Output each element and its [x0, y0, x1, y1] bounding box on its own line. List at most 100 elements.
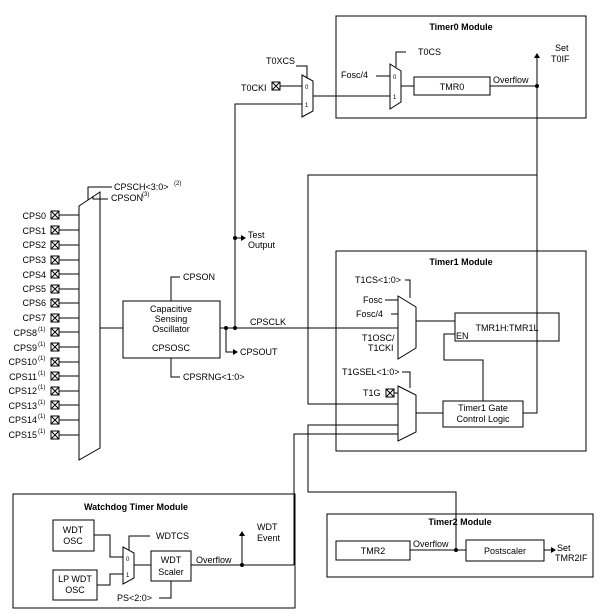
cps-pin: CPS14(1): [8, 414, 45, 425]
timer2-to-t1g-wire: [307, 424, 457, 550]
oscillator-title-1: Capacitive: [150, 304, 192, 314]
set-t0if-label-2: T0IF: [551, 54, 570, 64]
cps-pin-note: (1): [38, 385, 45, 391]
cpsch-note: (2): [174, 181, 181, 187]
cps-pin-cross: [50, 371, 60, 381]
t1gsel-mux: [397, 385, 417, 442]
cps-pin-cross: [50, 255, 60, 265]
gate-to-enable-wire: [443, 333, 484, 401]
t0cs-select-line: [395, 51, 406, 67]
fosc4-label: Fosc/4: [341, 70, 368, 80]
timer1-gate-control-block: [442, 400, 524, 428]
cpson-control-label: CPSON: [183, 272, 215, 282]
cps-pin-cross: [50, 313, 60, 323]
cpson-note: (3): [142, 192, 149, 198]
cps-pin-label: CPS11: [9, 372, 37, 382]
lp-wdt-osc-label-2: OSC: [65, 585, 85, 595]
cps-pin-cross: [50, 298, 60, 308]
t0cs-mux-in1: 1: [393, 95, 397, 101]
t1cs-select-line: [405, 279, 411, 298]
timer1-module-title: Timer1 Module: [429, 257, 492, 267]
cps-pin-label: CPS8: [13, 328, 37, 338]
t0xcs-mux-in0: 0: [305, 85, 309, 91]
cps-pin-note: (1): [38, 414, 45, 420]
cps-pin: CPS9(1): [13, 342, 45, 353]
cps-pin-note: (1): [38, 327, 45, 333]
test-output-label-1: Test: [248, 230, 265, 240]
cpsout-wire: [225, 328, 233, 353]
cpsch-select-line: [87, 186, 112, 200]
cps-pin: CPS5: [22, 284, 46, 294]
cps-pin-note: (1): [38, 356, 45, 362]
oscillator-title-2: Sensing: [155, 314, 188, 324]
cps-pin: CPS2: [22, 240, 46, 250]
cps-pin: CPS13(1): [8, 400, 45, 411]
wdt-event-label-2: Event: [257, 533, 281, 543]
ps-select-line: [159, 581, 172, 599]
cps-pin-label: CPS2: [22, 240, 46, 250]
timer1-fosc4-label: Fosc/4: [356, 309, 383, 319]
cps-pin-cross: [50, 357, 60, 367]
timer2-module-title: Timer2 Module: [428, 517, 491, 527]
set-tmr2if-label-2: TMR2IF: [555, 553, 588, 563]
cps-pin: CPS15(1): [8, 429, 45, 440]
lp-wdt-osc-block: [52, 569, 98, 601]
t0cs-mux-in0: 0: [393, 75, 397, 81]
cps-pin-label: CPS15: [8, 430, 37, 440]
cps-pin: CPS0: [22, 211, 46, 221]
cpsout-arrow: [233, 349, 238, 355]
lp-wdt-osc-label-1: LP WDT: [58, 574, 92, 584]
wdt-overflow-label: Overflow: [196, 555, 232, 565]
cps-pin: CPS10(1): [8, 356, 45, 367]
wdt-osc-wire: [94, 534, 123, 558]
tmr1-label: TMR1H:TMR1L: [475, 323, 538, 333]
wdt-event-arrow: [239, 531, 245, 536]
set-t0if-label-1: Set: [555, 43, 569, 53]
set-tmr2if-label-1: Set: [557, 543, 571, 553]
cps-pin-cross: [50, 269, 60, 279]
oscillator-name: CPSOSC: [152, 343, 191, 353]
tmr2if-arrow: [551, 547, 556, 553]
gate-label-1: Timer1 Gate: [458, 403, 508, 413]
wdtcs-label: WDTCS: [156, 531, 189, 541]
cps-pin-cross: [50, 225, 60, 235]
cps-pin-note: (1): [38, 429, 45, 435]
t0cki-pin-cross: [271, 81, 281, 91]
cps-pin: CPS8(1): [13, 327, 45, 338]
t0xcs-label: T0XCS: [266, 56, 295, 66]
wdt-scaler-label-1: WDT: [161, 555, 182, 565]
cps-pin-note: (1): [38, 371, 45, 377]
cpson-mux-label: CPSON: [111, 193, 143, 203]
tmr0-label: TMR0: [440, 82, 465, 92]
cps-pin-note: (1): [38, 342, 45, 348]
cps-input-mux: [78, 191, 101, 461]
cps-pin-cross: [50, 284, 60, 294]
cps-pin: CPS4: [22, 270, 46, 280]
cps-pin: CPS7: [22, 313, 46, 323]
wdt-osc-label-2: OSC: [63, 536, 83, 546]
cpsclk-label: CPSCLK: [250, 317, 286, 327]
oscillator-title-3: Oscillator: [152, 324, 190, 334]
cps-pin-label: CPS10: [8, 357, 37, 367]
wdtcs-mux-in0: 0: [126, 557, 130, 563]
postscaler-label: Postscaler: [484, 546, 526, 556]
timer1-fosc-label: Fosc: [363, 295, 383, 305]
cps-oscillator-block: [122, 300, 221, 359]
timer0-module-frame: [335, 15, 587, 119]
cps-pin-label: CPS3: [22, 255, 46, 265]
cps-pin-label: CPS4: [22, 270, 46, 280]
wdt-osc-label-1: WDT: [63, 525, 84, 535]
cps-pin: CPS1: [22, 226, 46, 236]
cpson-control-line: [170, 276, 180, 301]
t0xcs-mux: [301, 74, 314, 118]
cps-pin-cross: [50, 240, 60, 250]
cpsch-label: CPSCH<3:0>: [114, 182, 169, 192]
cps-pin-label: CPS12: [8, 386, 37, 396]
t0if-arrow: [534, 53, 540, 58]
cpsrng-label: CPSRNG<1:0>: [183, 372, 245, 382]
timer0-to-gate-wire: [523, 86, 538, 414]
wdt-scaler-label-2: Scaler: [158, 567, 184, 577]
cps-pin-cross: [50, 430, 60, 440]
